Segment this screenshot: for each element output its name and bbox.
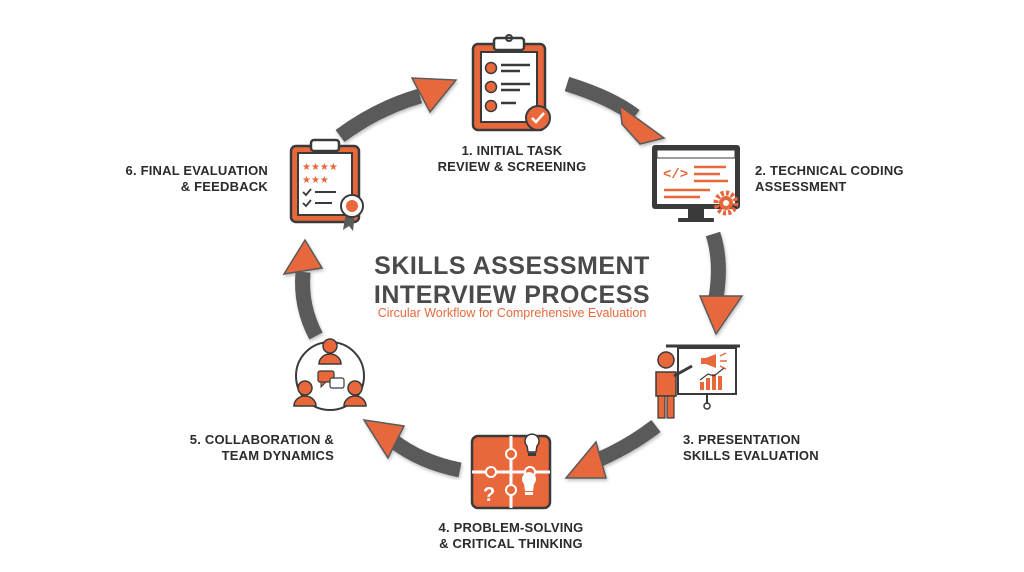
clipboard-checklist-icon	[471, 34, 551, 132]
puzzle-lightbulb-icon: ?	[470, 433, 552, 510]
rating-certificate-icon: ★★★★ ★★★	[289, 138, 364, 231]
diagram-title: SKILLS ASSESSMENT INTERVIEW PROCESS	[312, 252, 712, 310]
cycle-arrow-5-to-6	[282, 238, 324, 340]
svg-text:★★★★: ★★★★	[302, 162, 338, 173]
svg-text:</>: </>	[663, 167, 688, 183]
cycle-arrow-2-to-3	[698, 231, 744, 336]
step-2-label: 2. TECHNICAL CODING ASSESSMENT	[755, 163, 904, 194]
title-line-2: INTERVIEW PROCESS	[373, 281, 651, 309]
diagram-subtitle: Circular Workflow for Comprehensive Eval…	[377, 306, 647, 320]
presenter-chart-icon	[655, 344, 740, 419]
svg-text:★★★: ★★★	[302, 175, 329, 186]
step-5-label: 5. COLLABORATION & TEAM DYNAMICS	[189, 432, 334, 463]
step-3-label: 3. PRESENTATION SKILLS EVALUATION	[683, 432, 819, 463]
cycle-arrow-4-to-5	[362, 419, 462, 478]
team-chat-icon	[293, 338, 367, 411]
step-4-label: 4. PROBLEM-SOLVING & CRITICAL THINKING	[438, 520, 584, 551]
cycle-arrow-6-to-1	[335, 77, 458, 143]
svg-text:?: ?	[483, 484, 495, 506]
cycle-arrow-3-to-4	[564, 420, 661, 479]
code-monitor-gear-icon: </>	[652, 145, 740, 222]
cycle-arrow-1-to-2	[564, 76, 666, 145]
title-line-1: SKILLS ASSESSMENT	[374, 252, 650, 280]
step-1-label: 1. INITIAL TASK REVIEW & SCREENING	[437, 143, 587, 174]
step-6-label: 6. FINAL EVALUATION & FEEDBACK	[125, 163, 268, 194]
